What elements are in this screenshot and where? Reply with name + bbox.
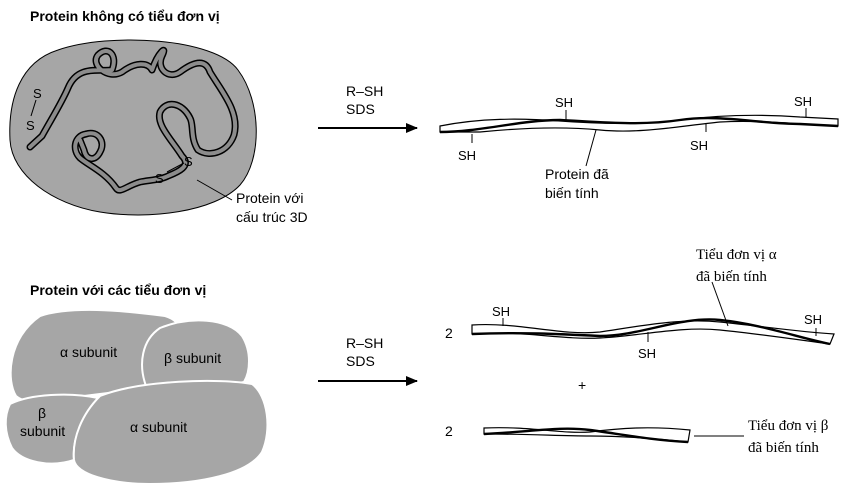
beta-right-label: β subunit	[164, 350, 221, 366]
subunit-alpha-bottom	[72, 379, 269, 486]
folded-chain	[26, 46, 239, 194]
s-label-3: S	[155, 171, 164, 186]
s-label-1: S	[33, 86, 42, 101]
alpha-sh-label-3: SH	[804, 312, 822, 327]
denatured-protein-strand	[439, 114, 839, 134]
section1-title: Protein không có tiểu đơn vị	[30, 8, 220, 24]
beta-left-label-line1: β	[38, 405, 46, 421]
callout-3d-line2: cấu trúc 3D	[236, 209, 308, 225]
alpha-bottom-label: α subunit	[130, 419, 187, 435]
reagent1-sds: SDS	[346, 101, 375, 117]
callout-line-denatured	[585, 129, 597, 167]
callout-line-alpha	[711, 281, 729, 327]
denatured-alpha-strand	[471, 318, 835, 346]
sh-label-4: SH	[794, 94, 812, 109]
alpha-sh-label-1: SH	[492, 304, 510, 319]
s-label-2: S	[26, 118, 35, 133]
coefficient-alpha: 2	[445, 325, 453, 341]
alpha-label-line2: đã biến tính	[696, 269, 767, 285]
reagent2-sds: SDS	[346, 353, 375, 369]
plus-sign: +	[578, 377, 586, 393]
denatured-label-line2: biến tính	[545, 185, 599, 201]
section2-title: Protein với các tiểu đơn vị	[30, 282, 206, 298]
denatured-label-line1: Protein đã	[545, 166, 609, 182]
alpha-sh-label-2: SH	[638, 346, 656, 361]
alpha-top-label: α subunit	[60, 344, 117, 360]
reagent2-rsh: R–SH	[346, 335, 383, 351]
beta-label-line1: Tiểu đơn vị β	[748, 418, 828, 434]
beta-label-line2: đã biến tính	[748, 440, 819, 456]
sh-label-2: SH	[555, 95, 573, 110]
s-label-4: S	[184, 154, 193, 169]
disulfide-bond-bottom	[166, 162, 185, 173]
reagent1-rsh: R–SH	[346, 83, 383, 99]
coefficient-beta: 2	[445, 423, 453, 439]
sh-label-1: SH	[458, 148, 476, 163]
callout-line-3d	[196, 179, 233, 201]
alpha-label-line1: Tiểu đơn vị α	[696, 247, 777, 263]
beta-left-label-line2: subunit	[20, 423, 65, 439]
disulfide-bond-left	[30, 99, 37, 117]
denatured-beta-strand	[483, 427, 691, 444]
callout-3d-line1: Protein với	[236, 190, 304, 206]
sh-label-3: SH	[690, 138, 708, 153]
